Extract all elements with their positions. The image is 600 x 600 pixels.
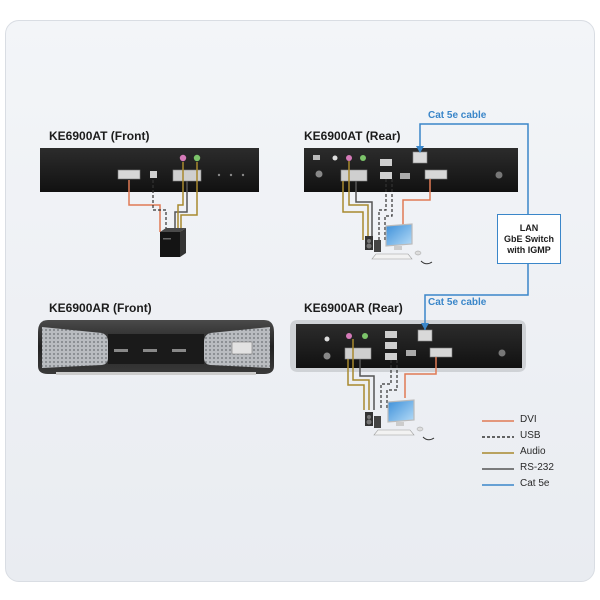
rx-rear-usb-port-1 bbox=[385, 342, 397, 349]
cat5e-cable-tx bbox=[419, 123, 529, 214]
lan-switch-box: LAN GbE Switch with IGMP bbox=[497, 214, 561, 264]
tx-front-dvi-port bbox=[117, 169, 141, 180]
cat5e-cables bbox=[416, 123, 529, 330]
rx-rear-lan-port bbox=[417, 329, 433, 342]
rx-rear-console-cables bbox=[347, 339, 437, 410]
rx-rear-rs232-port bbox=[344, 347, 372, 360]
rx-rear-mic-jack bbox=[346, 333, 352, 339]
tx-rear-rs232-port bbox=[340, 169, 368, 182]
remote-console-2 bbox=[365, 399, 435, 441]
legend-label-rs232: RS-232 bbox=[520, 462, 554, 473]
tx-rear-mic-jack bbox=[346, 155, 352, 161]
tx-rear-dvi-port bbox=[424, 169, 448, 180]
cat5e-cable-label-top: Cat 5e cable bbox=[428, 110, 487, 121]
tx-front-body bbox=[40, 148, 259, 192]
legend-label-audio: Audio bbox=[520, 446, 546, 457]
ke6900at-rear-unit bbox=[304, 148, 518, 192]
local-console-1 bbox=[365, 223, 433, 265]
ke6900ar-rear-label: KE6900AR (Rear) bbox=[304, 301, 403, 315]
lan-switch-line3: with IGMP bbox=[507, 244, 551, 255]
legend-label-cat5e: Cat 5e bbox=[520, 478, 550, 489]
diagram-card bbox=[5, 20, 595, 582]
ke6900ar-front-unit bbox=[38, 320, 274, 375]
audio-cable-tx-front-1 bbox=[177, 162, 184, 232]
legend-label-usb: USB bbox=[520, 430, 541, 441]
ke6900ar-front-label: KE6900AR (Front) bbox=[49, 301, 152, 315]
dvi-cable-tx-front bbox=[128, 180, 161, 232]
audio-cable-tx-front-2 bbox=[180, 162, 198, 232]
ke6900at-rear-label: KE6900AT (Rear) bbox=[304, 129, 401, 143]
ke6900at-front-unit bbox=[40, 148, 259, 192]
tx-rear-lan-port bbox=[412, 151, 428, 164]
rs232-cable-tx-front bbox=[174, 181, 188, 232]
legend-lines bbox=[482, 420, 514, 486]
cat5e-cable-rx bbox=[424, 262, 529, 330]
lan-switch-line2: GbE Switch bbox=[503, 233, 554, 244]
rx-rear-body bbox=[296, 324, 522, 368]
source-computer bbox=[160, 228, 186, 257]
tx-rear-console-cables bbox=[342, 161, 431, 240]
tx-front-cables bbox=[128, 162, 198, 232]
rx-rear-usb-port-2 bbox=[385, 353, 397, 360]
ke6900ar-rear-unit bbox=[290, 320, 526, 372]
lan-switch-line1: LAN bbox=[519, 222, 539, 233]
tx-rear-usb-port-1 bbox=[380, 159, 392, 166]
tx-front-usb-port bbox=[150, 171, 157, 178]
rx-front-left-grille bbox=[42, 327, 108, 368]
rx-rear-speaker-jack bbox=[362, 333, 368, 339]
cat5e-cable-label-bottom: Cat 5e cable bbox=[428, 297, 487, 308]
rx-front-port bbox=[231, 341, 253, 355]
rx-rear-dvi-port bbox=[429, 347, 453, 358]
tx-rear-usb-port-2 bbox=[380, 172, 392, 179]
tx-rear-body bbox=[304, 148, 518, 192]
tx-front-speaker-jack bbox=[193, 154, 201, 162]
ke6900at-front-label: KE6900AT (Front) bbox=[49, 129, 150, 143]
legend-label-dvi: DVI bbox=[520, 414, 537, 425]
tx-front-mic-jack bbox=[179, 154, 187, 162]
tx-rear-speaker-jack bbox=[360, 155, 366, 161]
usb-cable-tx-front bbox=[152, 180, 167, 232]
